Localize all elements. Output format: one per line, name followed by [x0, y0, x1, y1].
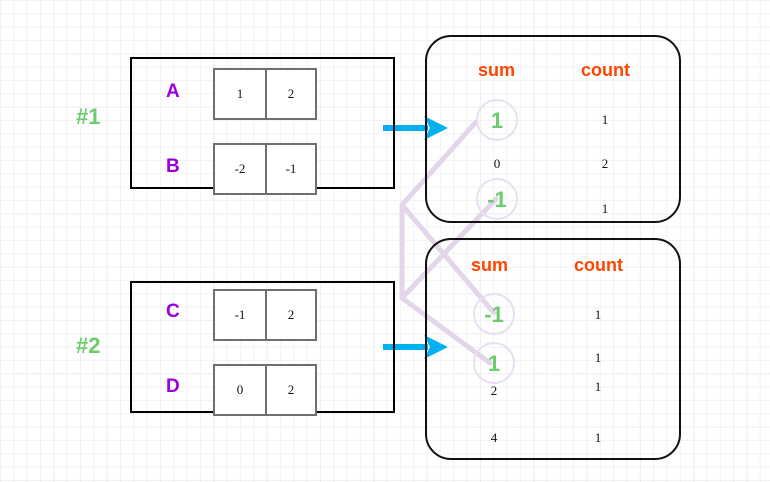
panel-2-sum-2: 2: [490, 383, 498, 398]
panel-1-count-0: 1: [601, 112, 609, 127]
highlight-circle-p2-r1: [473, 342, 515, 384]
row-name-B: B: [166, 156, 180, 177]
cell-C-0: -1: [234, 307, 246, 322]
highlight-circle-p1-r0: [476, 99, 518, 141]
panel-2-sum-3: 4: [490, 430, 498, 445]
panel-2-count-2: 1: [594, 379, 602, 394]
row-name-D: D: [166, 376, 180, 397]
cell-A-1: 2: [265, 70, 315, 118]
panel-1-header-count: count: [581, 60, 630, 80]
panel-1-header-sum: sum: [478, 60, 516, 80]
row-name-A: A: [166, 81, 180, 102]
row-name-C: C: [166, 301, 180, 322]
panel-1-count-1: 2: [601, 156, 609, 171]
highlight-circle-p2-r0: [473, 293, 515, 335]
panel-2-count-3: 1: [594, 430, 602, 445]
panel-1-sum-0: 1: [490, 108, 504, 133]
group-label-2: #2: [76, 333, 101, 358]
panel-2-sum-0: -1: [484, 302, 504, 327]
panel-2-header-count: count: [574, 255, 623, 275]
cell-D-1: 2: [265, 366, 315, 414]
cell-B-1: -1: [265, 145, 315, 193]
panel-1-count-2: 1: [601, 201, 609, 216]
group-label-1: #1: [76, 104, 101, 129]
panel-2-header-sum: sum: [471, 255, 509, 275]
panel-2-count-0: 1: [594, 307, 602, 322]
panel-1-sum-2: -1: [487, 187, 507, 212]
row-cells-C: -1 2: [213, 289, 317, 341]
cell-C-1: 2: [265, 291, 315, 339]
panel-1-sum-1: 0: [493, 156, 501, 171]
aggregate-panel-1: [425, 35, 681, 223]
row-cells-D: 0 2: [213, 364, 317, 416]
highlight-circle-p1-r2: [476, 178, 518, 220]
aggregate-panel-2: [425, 238, 681, 460]
panel-2-sum-1: 1: [487, 351, 501, 376]
cell-D-0: 0: [236, 382, 244, 397]
cell-A-0: 1: [236, 86, 244, 101]
row-cells-A: 1 2: [213, 68, 317, 120]
cell-B-0: -2: [234, 161, 246, 176]
row-cells-B: -2 -1: [213, 143, 317, 195]
panel-2-count-1: 1: [594, 350, 602, 365]
